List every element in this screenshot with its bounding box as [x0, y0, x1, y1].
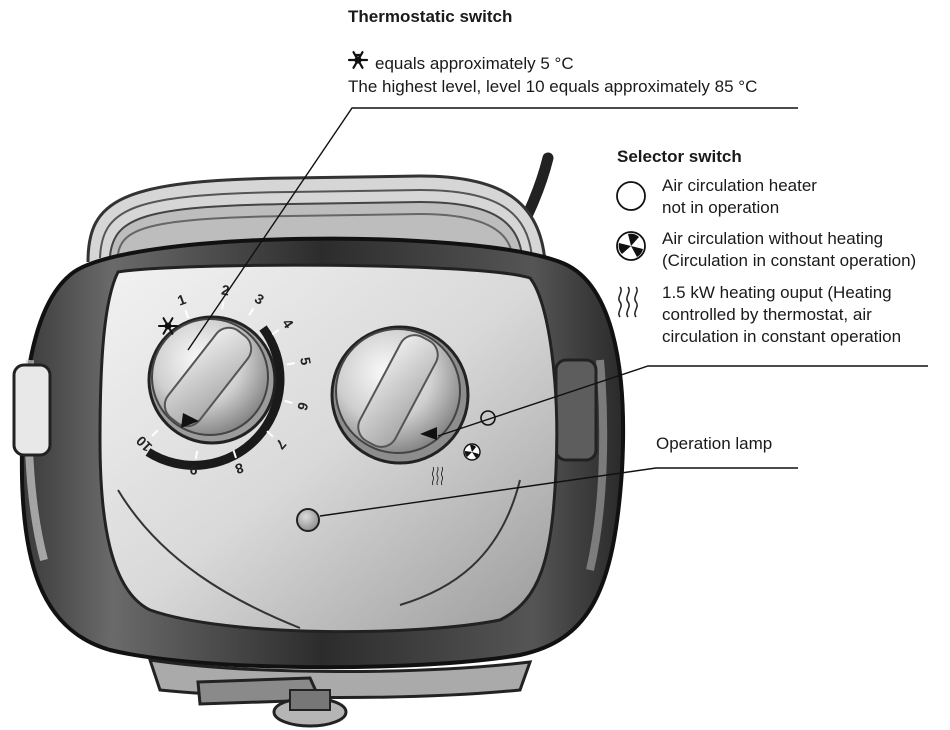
selector-fan-mark-icon: [463, 443, 481, 461]
selector-option-1-line1: Air circulation heater: [662, 176, 817, 195]
thermostat-scale-tick: [266, 430, 274, 438]
thermostat-scale-tick: [194, 450, 199, 459]
heading-snowflake-icon: [347, 51, 369, 69]
legend-heat-waves-icon: [618, 286, 638, 318]
selector-option-1-line2: not in operation: [662, 198, 780, 217]
thermostat-scale-tick: [286, 362, 295, 366]
selector-pointer-icon: [420, 427, 437, 440]
thermostat-scale-arc: [145, 325, 285, 470]
thermostat-scale-label-5: 5: [297, 356, 314, 367]
thermostat-scale-tick: [271, 328, 280, 336]
thermostat-pointer-icon: [181, 413, 199, 428]
thermostat-scale-tick: [284, 399, 293, 405]
thermostat-scale-tick: [248, 307, 255, 316]
thermostat-scale-label-9: 9: [188, 461, 199, 478]
selector-option-2-line2: (Circulation in constant operation): [662, 251, 917, 270]
thermostat-scale-label-2: 2: [220, 281, 231, 298]
selector-option-2-line1: Air circulation without heating: [662, 229, 884, 248]
selector-leader-line: [437, 365, 928, 437]
snowflake-icon: [158, 317, 178, 335]
selector-option-3-line3: circulation in constant operation: [662, 327, 902, 346]
lamp-leader-line: [319, 467, 798, 517]
thermostat-leader-line: [187, 107, 798, 351]
thermostat-knob[interactable]: [147, 315, 277, 445]
operation-lamp: [296, 508, 320, 532]
leader-lines: [187, 107, 928, 517]
selector-knob[interactable]: [330, 325, 470, 465]
selector-option-3-line2: controlled by thermostat, air: [662, 305, 872, 324]
selector-heading: Selector switch: [617, 147, 742, 166]
thermostat-scale-tick: [232, 449, 237, 459]
stand-foot: [147, 658, 533, 728]
selector-off-mark-icon: [480, 410, 496, 426]
operation-lamp-label: Operation lamp: [656, 434, 773, 453]
thermostat-line1: equals approximately 5 °C: [375, 54, 574, 73]
thermostat-heading: Thermostatic switch: [348, 7, 513, 26]
thermostat-line2: The highest level, level 10 equals appro…: [348, 77, 758, 96]
thermostat-scale-tick: [151, 429, 159, 437]
selector-heat-mark-icon: [431, 466, 444, 486]
front-panel: [98, 263, 559, 634]
selector-option-3-line1: 1.5 kW heating ouput (Heating: [662, 283, 892, 302]
legend-circle-icon: [616, 181, 646, 211]
heater-body: [12, 236, 626, 670]
thermostat-scale-tick: [221, 301, 225, 310]
legend-fan-icon: [616, 231, 646, 261]
thermostat-scale-tick: [184, 309, 190, 319]
